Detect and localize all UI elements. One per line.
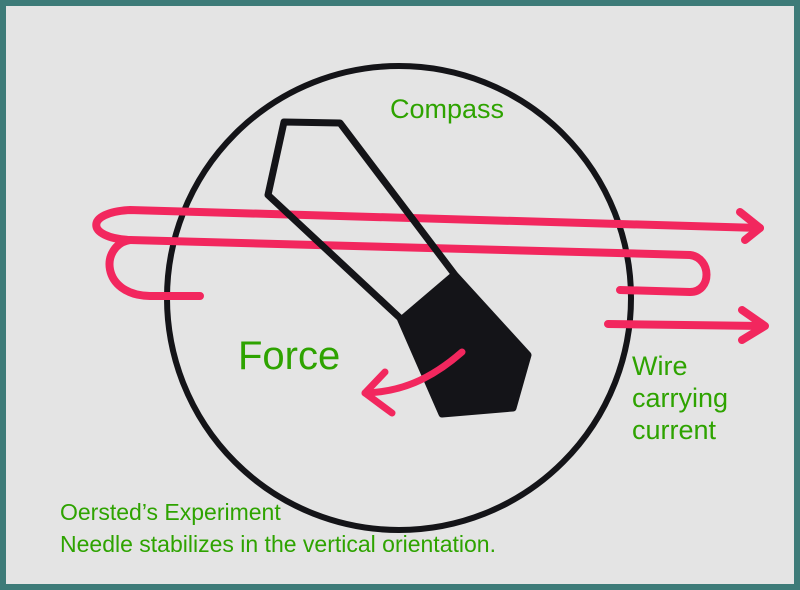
compass-circle bbox=[164, 63, 634, 533]
compass-label: Compass bbox=[390, 94, 505, 124]
wire-label: Wire carrying current bbox=[632, 350, 728, 446]
force-label: Force bbox=[238, 334, 341, 378]
caption-body: Needle stabilizes in the vertical orient… bbox=[60, 531, 496, 557]
caption-title: Oersted’s Experiment bbox=[60, 499, 281, 525]
caption: Oersted’s Experiment Needle stabilizes i… bbox=[60, 496, 496, 560]
force-arrow bbox=[361, 348, 466, 417]
wire-label-line1: Wire bbox=[632, 351, 688, 381]
wire-label-line2: carrying bbox=[632, 383, 729, 413]
wire bbox=[92, 206, 769, 344]
wire-label-line3: current bbox=[632, 415, 717, 445]
